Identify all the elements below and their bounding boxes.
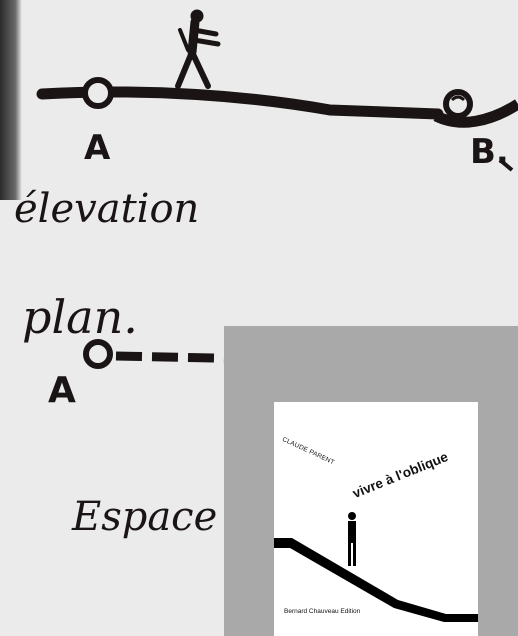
plan-caption: plan. bbox=[22, 290, 138, 344]
standing-figure-icon bbox=[348, 512, 356, 566]
label-a-elevation: A bbox=[84, 128, 110, 168]
book-cover: CLAUDE PARENT vivre à l'oblique Bernard … bbox=[274, 402, 478, 636]
label-b-elevation: B. bbox=[470, 132, 509, 172]
node-a-plan bbox=[86, 342, 110, 366]
cover-publisher: Bernard Chauveau Edition bbox=[284, 608, 360, 615]
walking-figure bbox=[178, 10, 218, 86]
label-a-plan: A bbox=[48, 370, 76, 411]
node-a-elevation bbox=[85, 80, 111, 106]
cover-illustration bbox=[274, 402, 478, 636]
elevation-caption: élevation bbox=[14, 186, 199, 232]
